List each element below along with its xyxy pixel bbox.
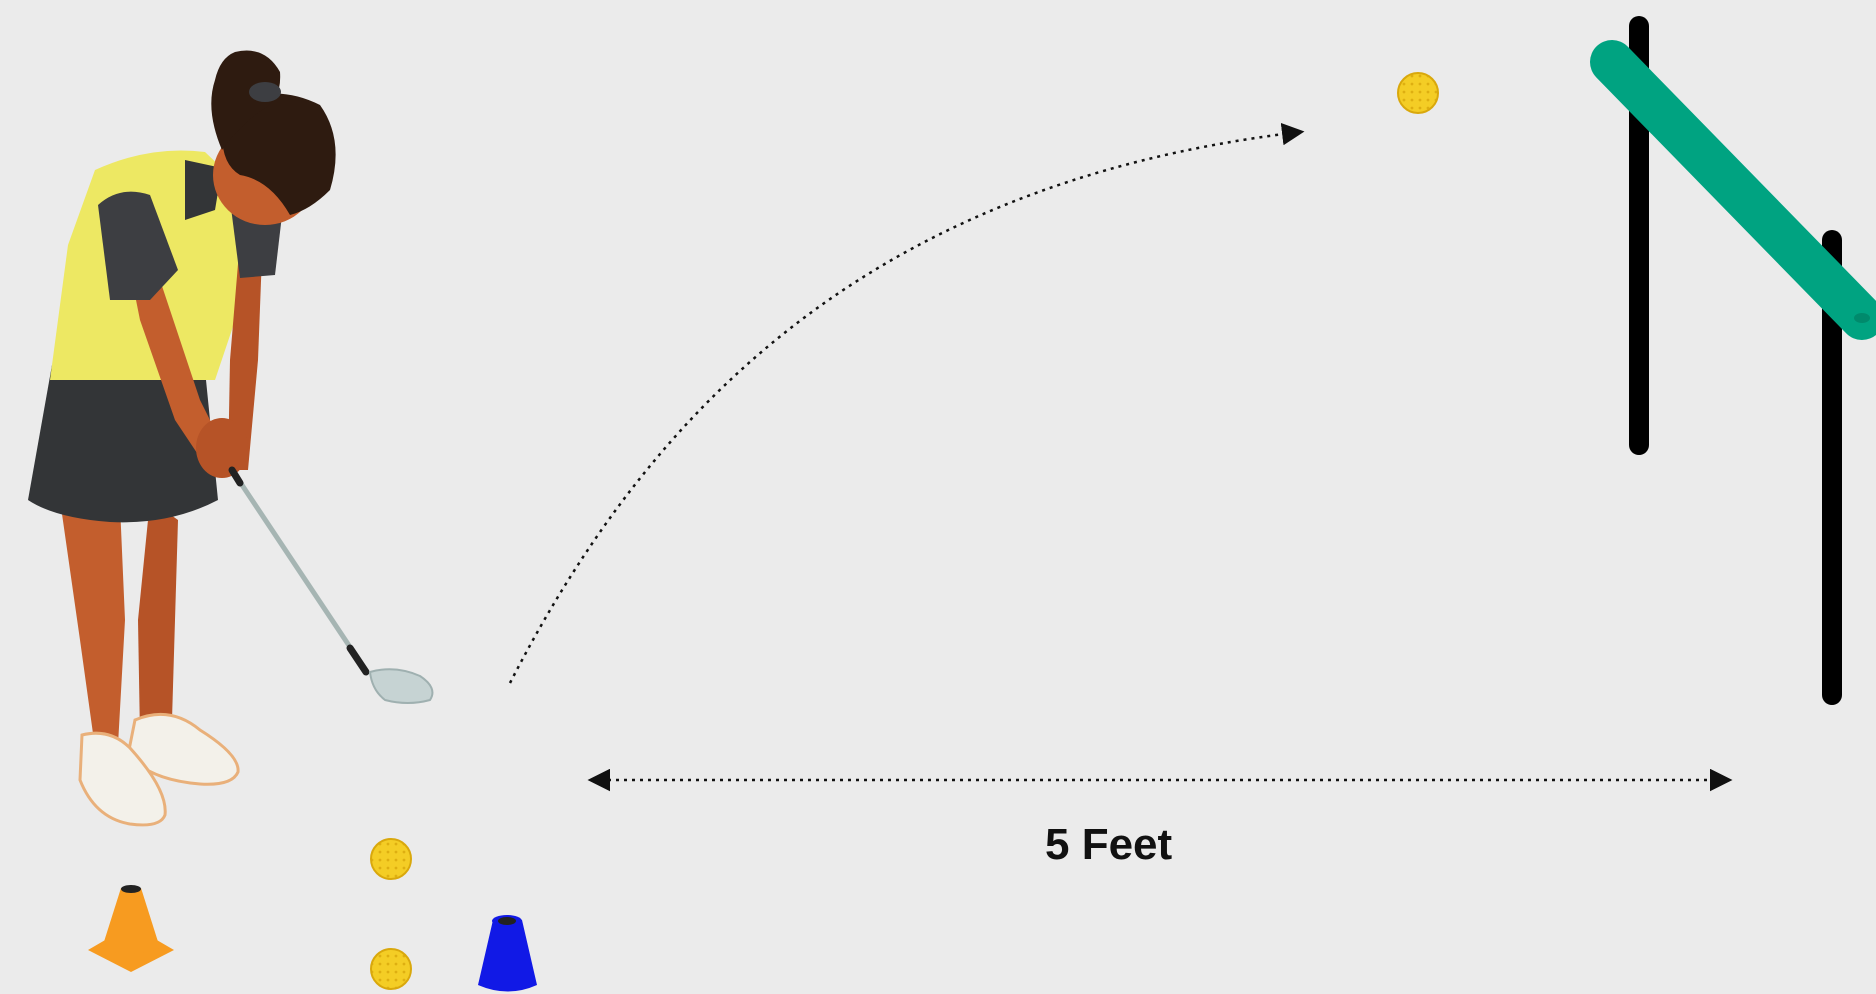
golf-club-head (370, 669, 432, 703)
golfer-leg-back (138, 500, 178, 740)
golf-ball-icon (371, 949, 411, 989)
golf-club-hosel (350, 648, 366, 672)
ball-flight-arrow (510, 132, 1300, 683)
golf-club-shaft (232, 470, 362, 665)
golfer-hair-tie (249, 82, 281, 102)
golfer-hands (196, 418, 248, 478)
golf-ball-icon (1398, 73, 1438, 113)
golf-club-grip (232, 470, 240, 483)
golf-ball-icon (371, 839, 411, 879)
golfer-figure (28, 51, 432, 825)
marker-cone-icon (478, 915, 537, 992)
distance-label: 5 Feet (1045, 820, 1172, 870)
traffic-cone-icon (88, 885, 174, 972)
pool-noodle-icon (1612, 62, 1870, 323)
golfer-leg-front (60, 500, 125, 748)
